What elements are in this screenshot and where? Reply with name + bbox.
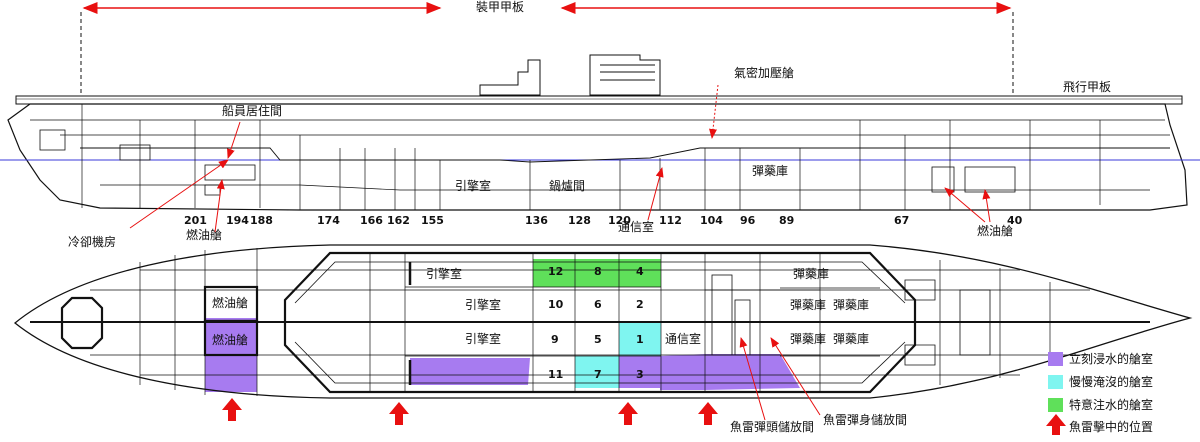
legend-label: 魚雷擊中的位置 (1069, 420, 1154, 434)
label-magazine-side: 彈藥庫 (752, 164, 789, 178)
label-boiler-room: 鍋爐間 (549, 179, 586, 193)
legend-item: 慢慢淹沒的艙室 (1048, 373, 1153, 390)
legend-label: 慢慢淹沒的艙室 (1069, 375, 1154, 389)
frame-number: 104 (700, 214, 723, 227)
fuel-right-arrow-b (982, 189, 991, 223)
compartment-10: 10 (548, 298, 564, 311)
torpedo-hit-2 (389, 402, 409, 425)
legend-item: 特意注水的艙室 (1048, 396, 1153, 413)
compartment-6: 6 (594, 298, 602, 311)
torpedo-hit-3 (618, 402, 638, 425)
flood-stern-hull (205, 356, 257, 392)
frame-number: 96 (740, 214, 756, 227)
frame-number: 136 (525, 214, 548, 227)
frame-number: 162 (387, 214, 410, 227)
flood-comp-4 (619, 259, 661, 287)
label-magazine-c: 彈藥庫 (833, 298, 870, 312)
frame-number: 112 (659, 214, 682, 227)
frame-number: 188 (250, 214, 273, 227)
fuel-left-arrow (214, 179, 225, 233)
torpedo-hit-1 (222, 398, 242, 421)
legend-label: 立刻浸水的艙室 (1069, 352, 1154, 366)
label-cooling-room: 冷卻機房 (68, 235, 117, 249)
flood-comp-8 (575, 259, 619, 287)
label-torpedo-warhead: 魚雷彈頭儲放間 (730, 420, 815, 434)
compartment-9: 9 (551, 333, 559, 346)
label-fuel-lower: 燃油艙 (212, 333, 249, 347)
island (479, 54, 661, 96)
frame-number: 166 (360, 214, 383, 227)
compartment-12: 12 (548, 265, 564, 278)
torpedo-hits (222, 398, 718, 425)
label-magazine-b: 彈藥庫 (790, 298, 827, 312)
label-engine-mid: 引擎室 (465, 298, 502, 312)
hull-outline (7, 103, 1188, 211)
label-magazine-d: 彈藥庫 (790, 332, 827, 346)
label-magazine-a: 彈藥庫 (793, 267, 830, 281)
crew-arrow (227, 121, 241, 159)
legend-swatch-arrow (1048, 420, 1063, 434)
frame-number: 40 (1007, 214, 1023, 227)
side-elevation (0, 2, 1200, 233)
label-armor-deck: 裝甲甲板 (476, 0, 525, 14)
legend-swatch (1048, 397, 1063, 412)
plan-hull (13, 244, 1193, 399)
compartment-8: 8 (594, 265, 602, 278)
flood-engine-low (410, 358, 530, 385)
stern-well (60, 296, 104, 350)
legend-item: 立刻浸水的艙室 (1048, 350, 1153, 367)
legend-swatch (1048, 374, 1063, 389)
legend-item: 魚雷擊中的位置 (1048, 418, 1153, 435)
torpedo-hit-4 (698, 402, 718, 425)
frame-number: 155 (421, 214, 444, 227)
label-fuel-left: 燃油艙 (186, 228, 223, 242)
pressurized-arrow (709, 84, 719, 139)
label-pressurized: 氣密加壓艙 (734, 66, 795, 80)
frame-number: 194 (226, 214, 249, 227)
label-torpedo-body: 魚雷彈身儲放間 (823, 413, 908, 427)
plan-view (13, 244, 1193, 421)
label-flight-deck: 飛行甲板 (1063, 80, 1112, 94)
flight-deck (15, 95, 1183, 105)
compartment-7: 7 (594, 368, 602, 381)
frame-number: 89 (779, 214, 795, 227)
compartment-5: 5 (594, 333, 602, 346)
compartment-4: 4 (636, 265, 644, 278)
label-comm-room: 通信室 (665, 332, 702, 346)
frame-number: 174 (317, 214, 340, 227)
fuel-right-arrow-a (944, 187, 986, 223)
legend-torpedo-icon (1046, 414, 1066, 435)
compartment-2: 2 (636, 298, 644, 311)
frame-number: 67 (894, 214, 910, 227)
flood-comp-1 (619, 322, 661, 356)
label-fuel-right: 燃油艙 (977, 224, 1014, 238)
compartment-1: 1 (636, 333, 644, 346)
legend-swatch (1048, 351, 1063, 366)
label-comm-room-side: 通信室 (618, 220, 655, 234)
comm-side-arrow (647, 167, 664, 221)
compartment-11: 11 (548, 368, 564, 381)
frame-number: 201 (184, 214, 207, 227)
label-magazine-e: 彈藥庫 (833, 332, 870, 346)
label-crew-quarters: 船員居住間 (222, 104, 283, 118)
label-engine-room-side: 引擎室 (455, 179, 492, 193)
flood-comp-12 (533, 259, 575, 287)
label-engine-low: 引擎室 (465, 332, 502, 346)
cooling-arrow (129, 159, 229, 229)
flood-fuel-lower (205, 318, 257, 356)
frame-number: 120 (608, 214, 631, 227)
warhead-arrow (739, 337, 766, 421)
legend-label: 特意注水的艙室 (1069, 398, 1154, 412)
label-engine-top: 引擎室 (426, 267, 463, 281)
compartment-3: 3 (636, 368, 644, 381)
label-fuel-upper: 燃油艙 (212, 296, 249, 310)
flood-bow-side (660, 354, 800, 390)
body-arrow (770, 337, 821, 416)
frame-number: 128 (568, 214, 591, 227)
